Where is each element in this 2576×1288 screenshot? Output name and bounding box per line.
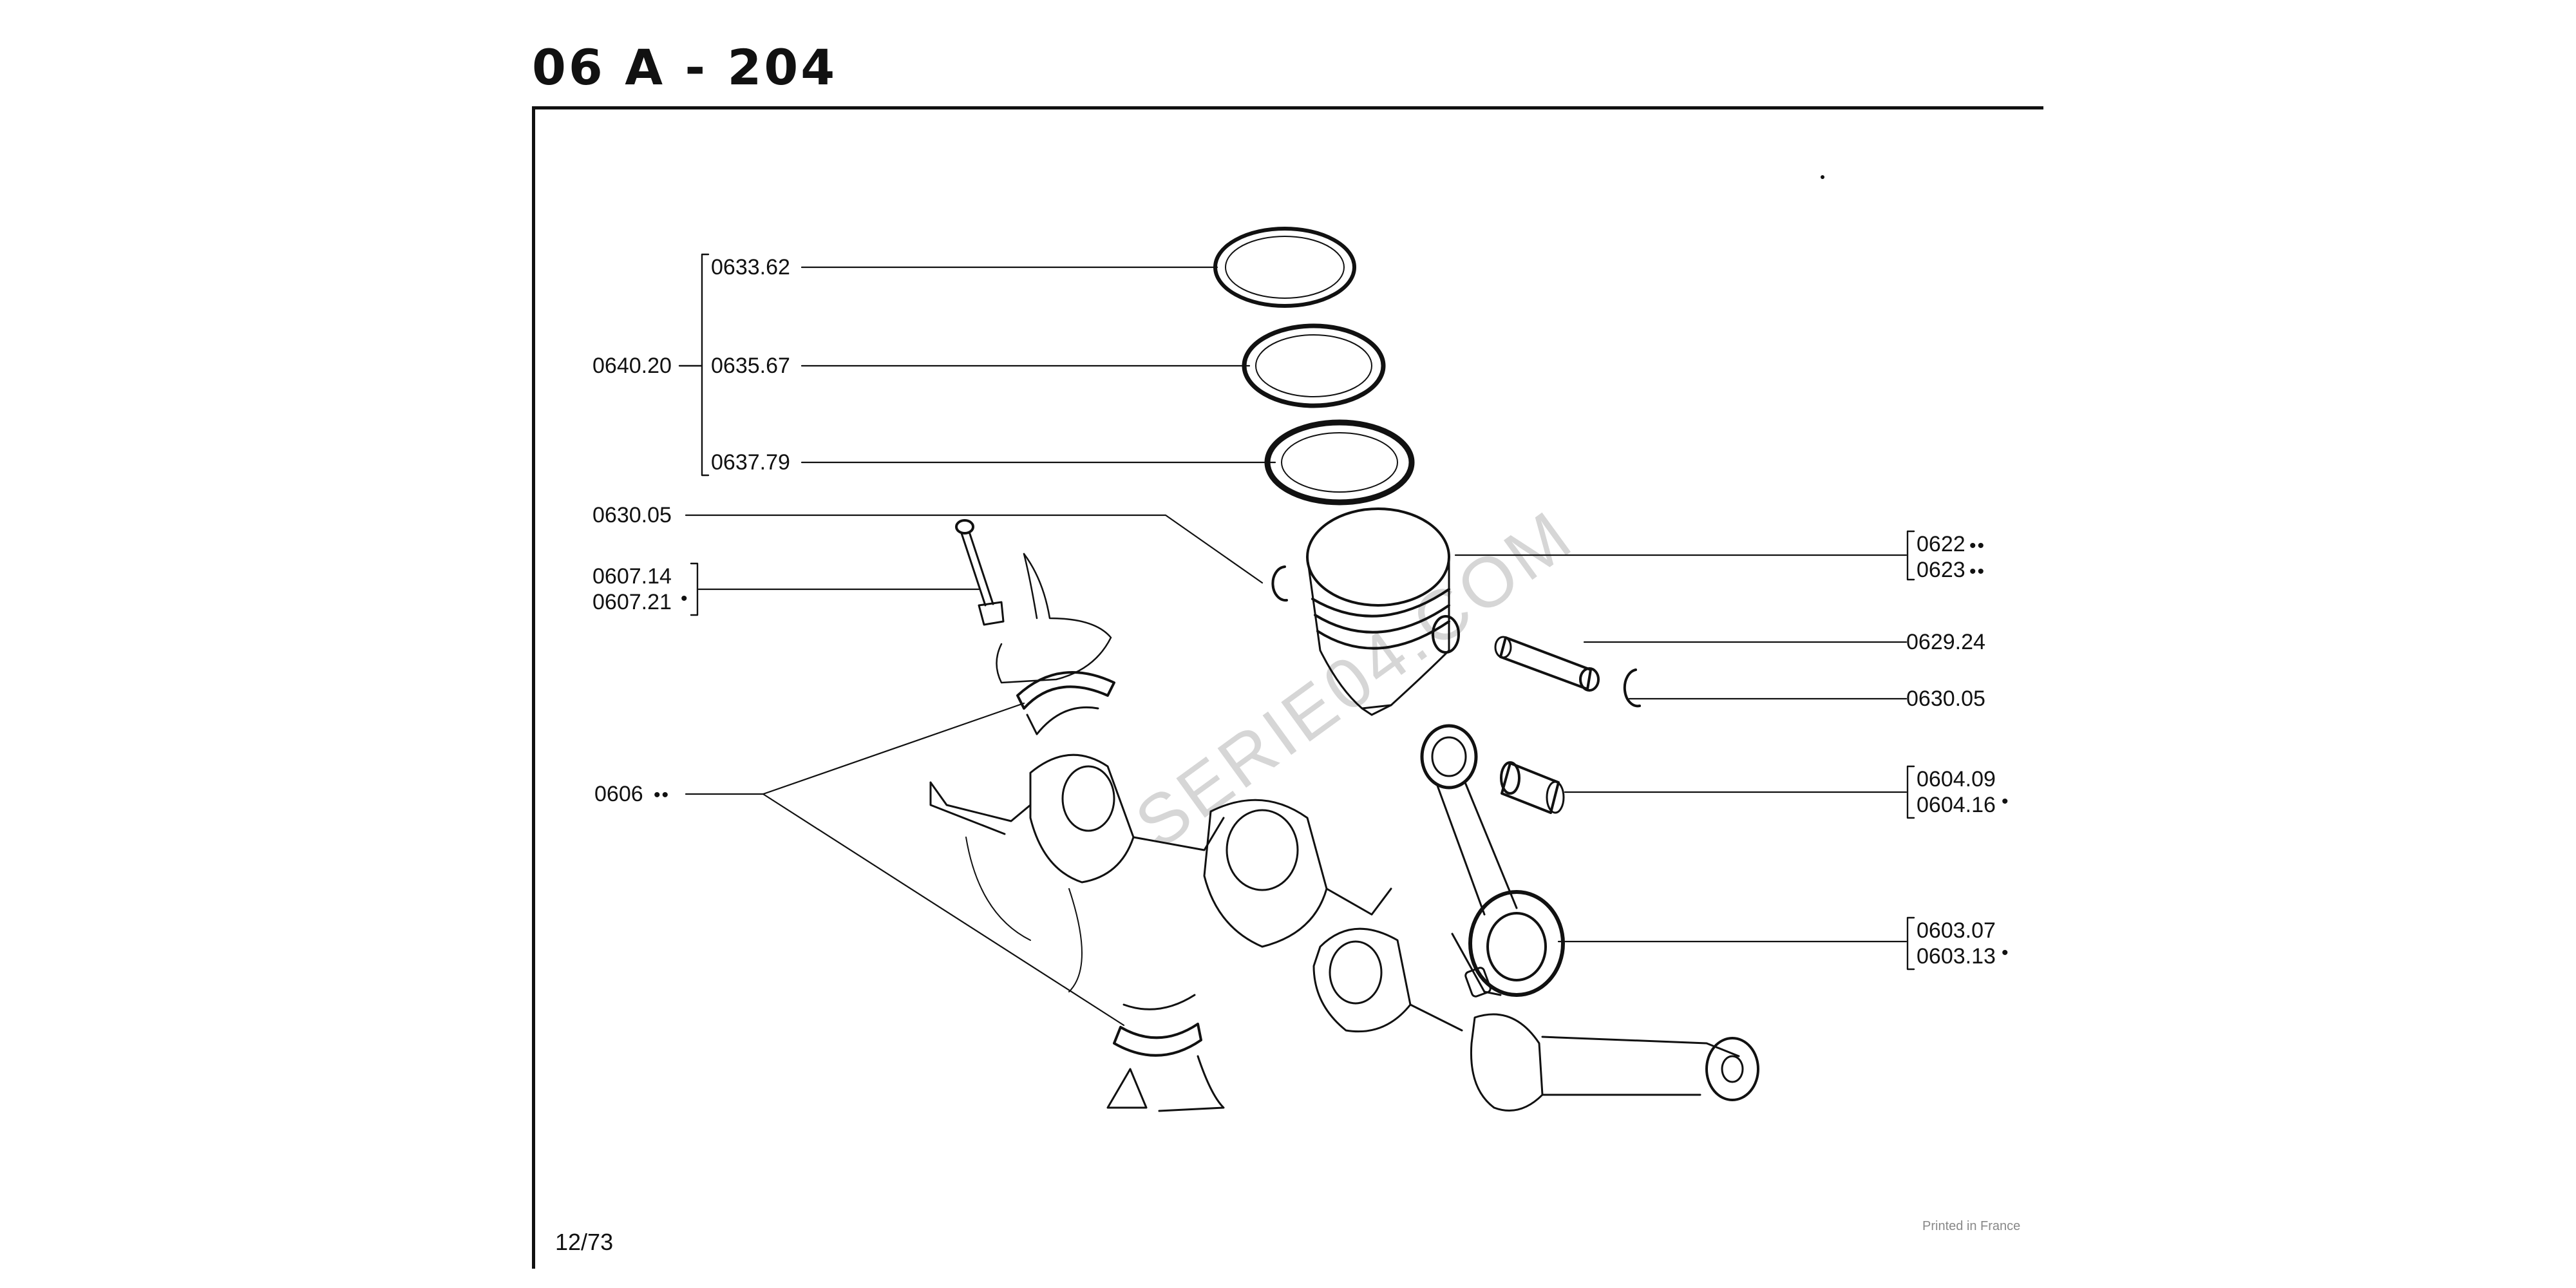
leader-lines (685, 266, 1908, 1027)
page-number: 12/73 (555, 1229, 614, 1255)
label-circlip-left: 0630.05 (592, 503, 672, 527)
bearing-shell-lower (1106, 994, 1225, 1112)
bearing-shell-upper (1016, 671, 1115, 735)
connecting-rod (1420, 724, 1565, 998)
label-ring-mid: 0635.67 (711, 354, 790, 378)
label-ring-top: 0633.62 (711, 255, 790, 279)
label-bolt-a: 0607.14 (592, 564, 672, 589)
printed-note: Printed in France (1922, 1219, 2021, 1233)
label-piston-a: 0622 (1917, 532, 1965, 556)
label-bolt-b: 0607.21 (592, 590, 672, 614)
marker-bolt-b: • (681, 588, 689, 609)
left-circlip (1271, 565, 1288, 602)
marker-bearings: •• (654, 784, 670, 806)
partial-rod-upper (996, 553, 1112, 684)
label-ring-set: 0640.20 (592, 354, 672, 378)
frame-top-border (532, 106, 2043, 109)
label-circlip-right: 0630.05 (1906, 687, 1985, 711)
piston (1306, 507, 1460, 716)
speck (1821, 175, 1824, 179)
label-ring-low: 0637.79 (711, 450, 790, 475)
piston-rings (1213, 227, 1415, 506)
frame-left-border (532, 106, 535, 1269)
crankshaft (929, 753, 1759, 1112)
marker-piston-b: •• (1969, 561, 1986, 582)
label-rod-b: 0603.13 (1917, 944, 1996, 969)
marker-piston-a: •• (1969, 535, 1986, 556)
label-gudgeon-pin: 0629.24 (1906, 630, 1985, 654)
marker-rod-b: • (2002, 942, 2010, 963)
label-rod-a: 0603.07 (1917, 918, 1996, 943)
small-end-bushing (1500, 761, 1565, 814)
label-piston-b: 0623 (1917, 558, 1965, 582)
page-title: 06 A - 204 (532, 39, 838, 96)
label-brackets (678, 253, 1915, 971)
rod-bolt (955, 519, 1005, 626)
gudgeon-pin (1494, 636, 1600, 692)
right-circlip (1623, 668, 1641, 708)
label-bearings: 0606 (594, 782, 643, 806)
label-bushing-a: 0604.09 (1917, 767, 1996, 791)
marker-bushing-b: • (2002, 791, 2010, 812)
label-bushing-b: 0604.16 (1917, 793, 1996, 817)
